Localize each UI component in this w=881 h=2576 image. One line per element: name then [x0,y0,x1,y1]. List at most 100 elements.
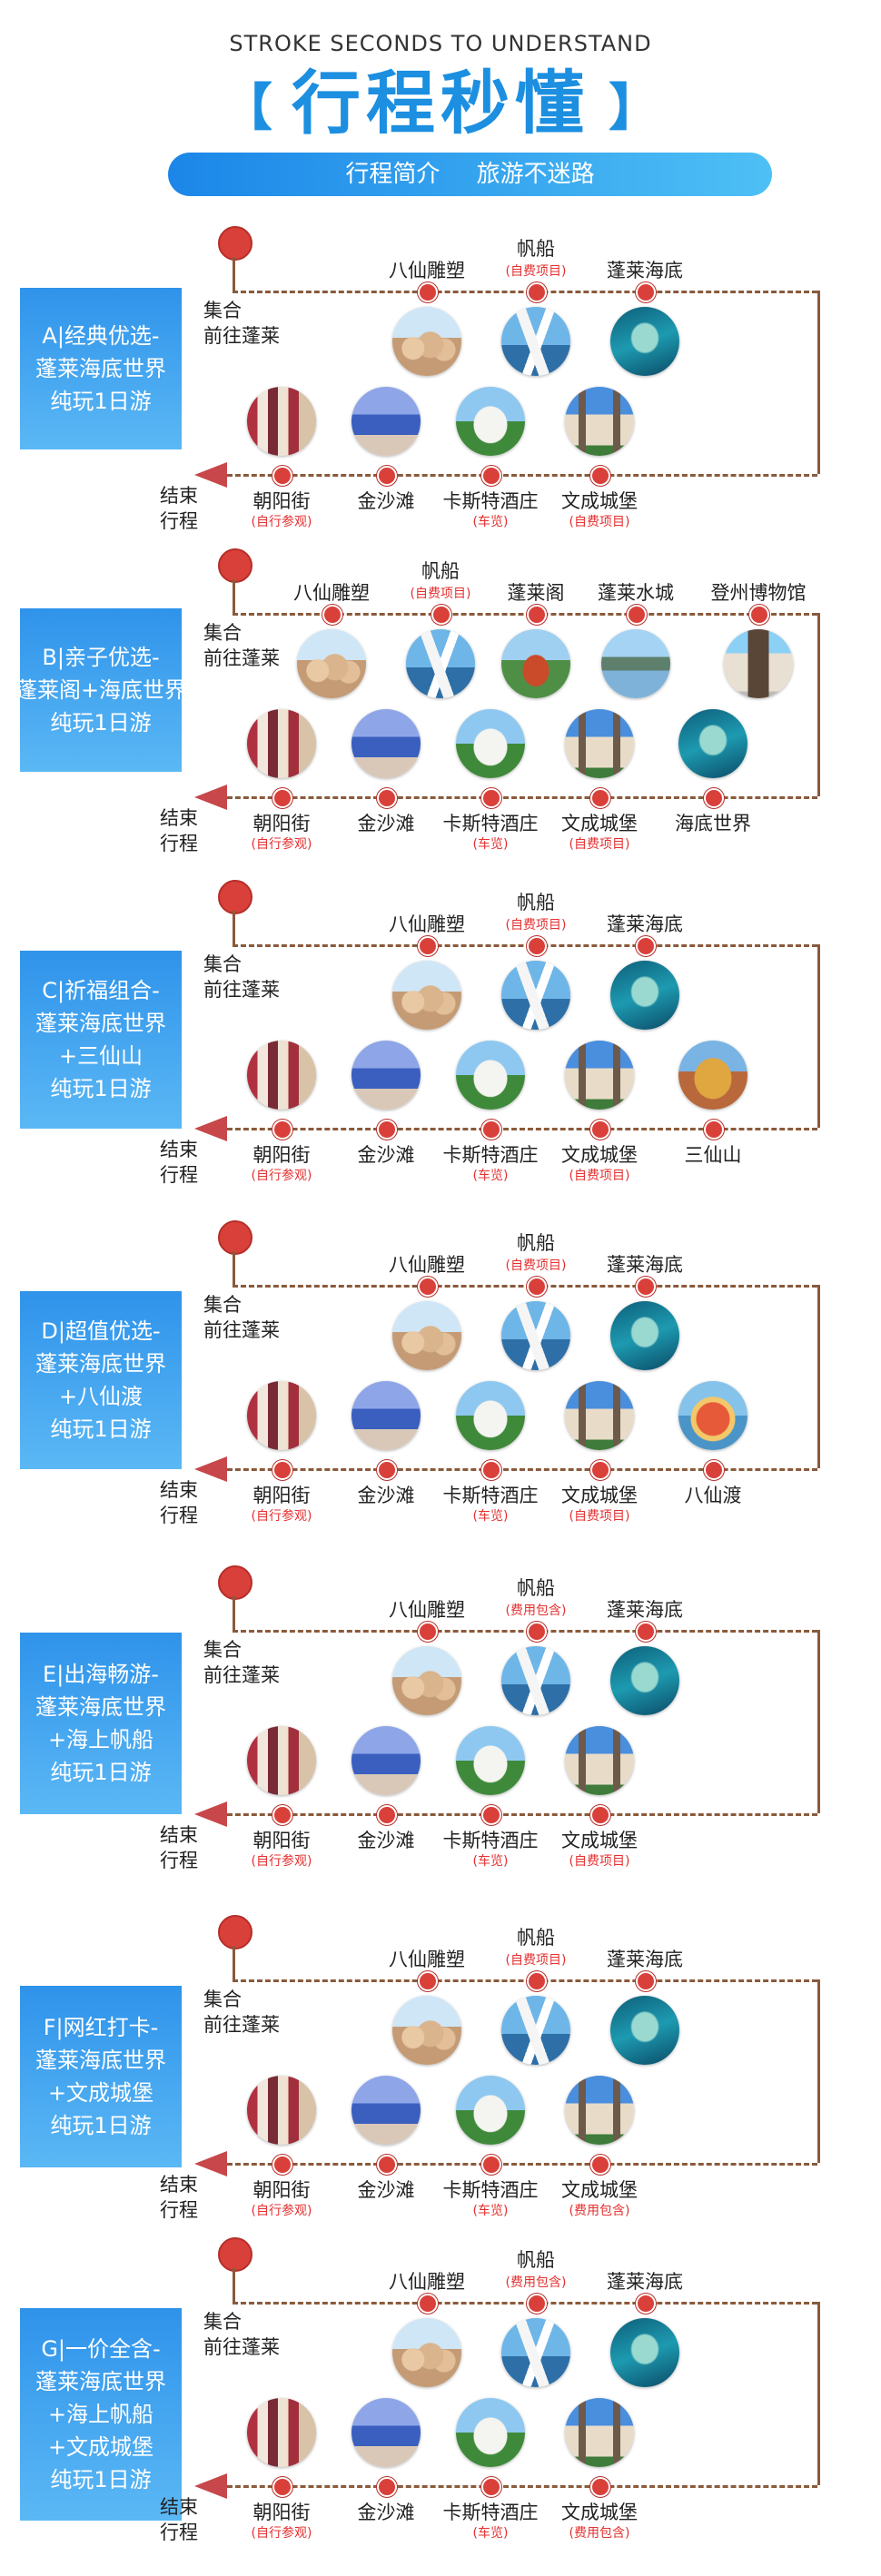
route-card-line: 蓬莱海底世界 [35,1694,166,1720]
end-label-line1: 结束 [160,1824,198,1846]
bottom-stop-label: 卡斯特酒庄 [442,1144,539,1166]
route-top-line [233,1979,817,1982]
bottom-stop-label: 金沙滩 [357,2179,415,2201]
sculpture-photo [392,307,461,376]
street-photo [247,2398,316,2467]
end-label: 结束行程 [160,805,198,856]
start-label-line2: 前往蓬莱 [203,325,280,347]
bottom-stop-dot [377,1120,397,1140]
bottom-stop-label: 文成城堡 [561,2502,638,2523]
winery-photo [456,387,525,456]
bottom-stop-label: 文成城堡 [561,1144,638,1166]
top-stop-dot [418,936,438,956]
bottom-stop-dot [590,788,610,808]
end-label-line2: 行程 [160,1164,198,1186]
bottom-stop-label: 三仙山 [684,1144,742,1166]
route-card-line: D|超值优选- [41,1318,161,1344]
start-label-line2: 前往蓬莱 [203,2014,280,2036]
castle-photo [565,1381,634,1450]
route-card-text: B|亲子优选-蓬莱阁+海底世界纯玩1日游 [15,641,186,739]
route-card[interactable]: A|经典优选-蓬莱海底世界纯玩1日游 [20,288,182,449]
start-pin-icon [218,226,252,261]
watercity-photo [601,629,670,698]
top-stop-dot [527,1971,547,1991]
bottom-stop-dot [481,2477,501,2497]
sculpture-photo [392,961,461,1030]
route-card[interactable]: B|亲子优选-蓬莱阁+海底世界纯玩1日游 [15,608,186,772]
bottom-stop-dot [377,2477,397,2497]
top-stop-dot [418,1277,438,1297]
top-stop-dot [627,605,647,625]
bottom-stop-dot [590,1120,610,1140]
sculpture-photo [392,1301,461,1370]
top-stop-label: 帆船 [517,892,555,913]
museum-photo [724,629,793,698]
route-card-line: 蓬莱海底世界 [35,1351,166,1377]
top-stop-label: 蓬莱海底 [607,2271,683,2293]
bottom-stop-note: (车览) [472,515,509,529]
beach-photo [351,709,421,778]
route-card[interactable]: E|出海畅游-蓬莱海底世界+海上帆船纯玩1日游 [20,1633,182,1814]
castle-photo [565,1726,634,1795]
route-right-line [817,1630,820,1813]
bottom-stop-label: 朝阳街 [252,2502,311,2523]
end-label-line1: 结束 [160,2496,198,2518]
bottom-stop-label: 卡斯特酒庄 [442,813,539,834]
route-top-line [233,1630,817,1633]
start-label: 集合前往蓬莱 [203,1987,280,2038]
route-card-line: A|经典优选- [42,323,160,349]
bottom-stop-dot [590,1460,610,1480]
top-stop-dot [636,936,656,956]
end-label: 结束行程 [160,2494,198,2545]
start-pin-icon [218,880,252,914]
winery-photo [456,1041,525,1110]
route-right-line [817,1979,820,2163]
bottom-stop-label: 朝阳街 [252,813,311,834]
start-label-line2: 前往蓬莱 [203,1319,280,1341]
route-card[interactable]: G|一价全含-蓬莱海底世界+海上帆船+文成城堡纯玩1日游 [20,2308,182,2521]
pill-left-text: 行程简介 [345,161,440,188]
route-card[interactable]: D|超值优选-蓬莱海底世界+八仙渡纯玩1日游 [20,1291,182,1469]
route-section: E|出海畅游-蓬莱海底世界+海上帆船纯玩1日游集合前往蓬莱结束行程八仙雕塑帆船(… [0,1553,881,1898]
top-stop-note: (自费项目) [505,1258,567,1273]
bottom-stop-label: 金沙滩 [357,1485,415,1506]
top-stop-dot [418,2294,438,2314]
route-arrow-icon [194,462,227,488]
bottom-stop-dot [481,466,501,486]
route-card[interactable]: C|祈福组合-蓬莱海底世界+三仙山纯玩1日游 [20,951,182,1129]
bottom-stop-label: 金沙滩 [357,813,415,834]
route-bottom-line [227,2485,817,2488]
route-card-line: 蓬莱阁+海底世界 [15,677,187,703]
route-card-line: 纯玩1日游 [50,1416,152,1442]
winery-photo [456,2076,525,2145]
street-photo [247,1381,316,1450]
bottom-stop-label: 朝阳街 [252,1144,311,1166]
sailboat-photo [501,1301,570,1370]
top-stop-dot [527,2294,547,2314]
top-stop-label: 八仙雕塑 [389,1949,465,1970]
route-card-line: 纯玩1日游 [50,710,152,735]
street-photo [247,2076,316,2145]
castle-photo [565,2076,634,2145]
start-label-line2: 前往蓬莱 [203,1664,280,1686]
top-stop-dot [636,1622,656,1642]
route-card[interactable]: F|网红打卡-蓬莱海底世界+文成城堡纯玩1日游 [20,1986,182,2167]
bottom-stop-note: (车览) [472,1509,509,1524]
start-pin-icon [218,1915,252,1949]
route-arrow-icon [194,2151,227,2176]
route-card-text: A|经典优选-蓬莱海底世界纯玩1日游 [35,320,166,418]
start-label-line2: 前往蓬莱 [203,2336,280,2358]
top-stop-label: 八仙雕塑 [389,2271,465,2293]
street-photo [247,709,316,778]
start-label-line2: 前往蓬莱 [203,647,280,669]
end-label-line1: 结束 [160,807,198,829]
top-stop-label: 蓬莱海底 [607,260,683,281]
route-top-line [233,944,817,947]
start-pin-stick [233,2268,235,2302]
end-label-line2: 行程 [160,833,198,854]
route-bottom-line [227,1813,817,1816]
winery-photo [456,1381,525,1450]
bottom-stop-label: 文成城堡 [561,1830,638,1851]
bottom-stop-note: (自行参观) [251,515,312,529]
route-arrow-icon [194,1801,227,1827]
